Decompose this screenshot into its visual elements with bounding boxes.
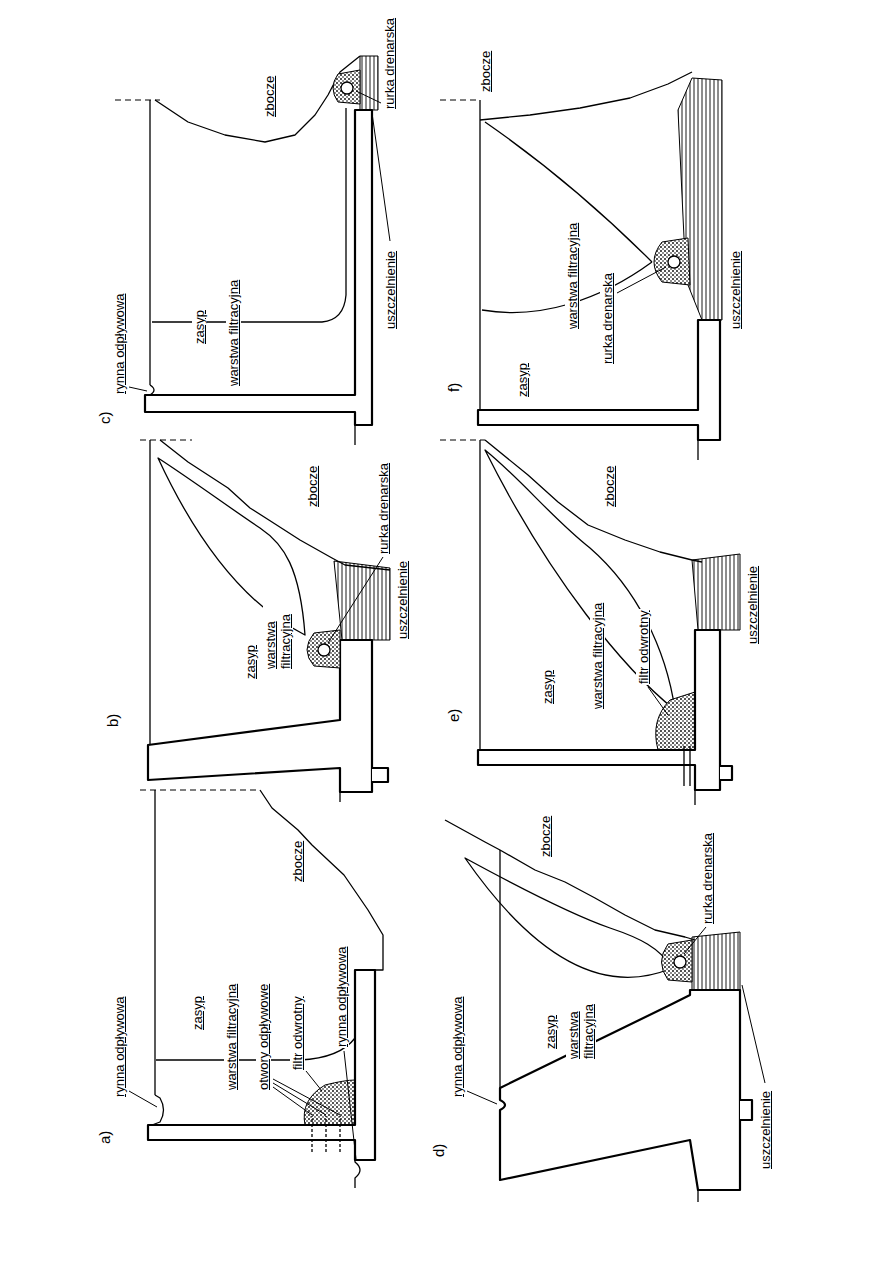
panel-letter: e) [445, 708, 462, 723]
section-b [140, 440, 390, 802]
part-label: zasyp [192, 309, 207, 345]
part-label: filtr odwrotny [290, 995, 305, 1071]
section-c [115, 56, 378, 445]
part-label: uszczelnienie [728, 250, 743, 330]
panel-letter: f) [445, 382, 462, 393]
leader-lines [129, 91, 765, 1159]
part-label: zbocze [262, 75, 277, 118]
part-label: rynna odpływowa [334, 946, 349, 1048]
part-label: uszczelnienie [383, 250, 398, 330]
part-label: rynna odpływowa [112, 293, 127, 395]
part-label: warstwa filtracyjna [565, 222, 580, 330]
section-f [440, 72, 722, 460]
part-label: zasyp [515, 362, 530, 398]
part-label: zasyp [243, 644, 258, 680]
part-label: uszczelnienie [745, 565, 760, 645]
part-label: rurka drenarska [382, 17, 397, 110]
section-e [440, 440, 740, 805]
part-label: warstwa filtracyjna [226, 279, 241, 387]
part-label: zasyp [190, 995, 205, 1031]
part-label: filtr odwrotny [636, 609, 651, 685]
part-label: rynna odpływowa [112, 996, 127, 1098]
part-label: otwory odpływowe [256, 983, 271, 1091]
part-label: zbocze [290, 840, 305, 883]
panel-letter: b) [104, 713, 121, 728]
part-label: warstwa filtracyjna [590, 602, 605, 710]
panel-letter: c) [96, 411, 113, 426]
panel-letter: d) [430, 1143, 447, 1158]
part-label: rurka drenarska [600, 272, 615, 365]
part-label: zbocze [538, 815, 553, 858]
part-label: rynna odpływowa [450, 996, 465, 1098]
part-label: warstwa filtracyjna [224, 983, 239, 1091]
part-label: rurka drenarska [376, 462, 391, 555]
part-label: warstwa filtracyjna [263, 588, 293, 670]
part-label: zbocze [478, 50, 493, 93]
part-label: warstwa filtracyjna [566, 978, 596, 1060]
part-label: uszczelnienie [395, 560, 410, 640]
part-label: zbocze [602, 465, 617, 508]
section-a [140, 790, 383, 1188]
panel-letter: a) [96, 1130, 113, 1145]
part-label: rurka drenarska [700, 832, 715, 925]
part-label: zbocze [305, 465, 320, 508]
part-label: zasyp [543, 1014, 558, 1050]
part-label: zasyp [540, 669, 555, 705]
part-label: uszczelnienie [758, 1090, 773, 1170]
section-d [445, 820, 752, 1202]
